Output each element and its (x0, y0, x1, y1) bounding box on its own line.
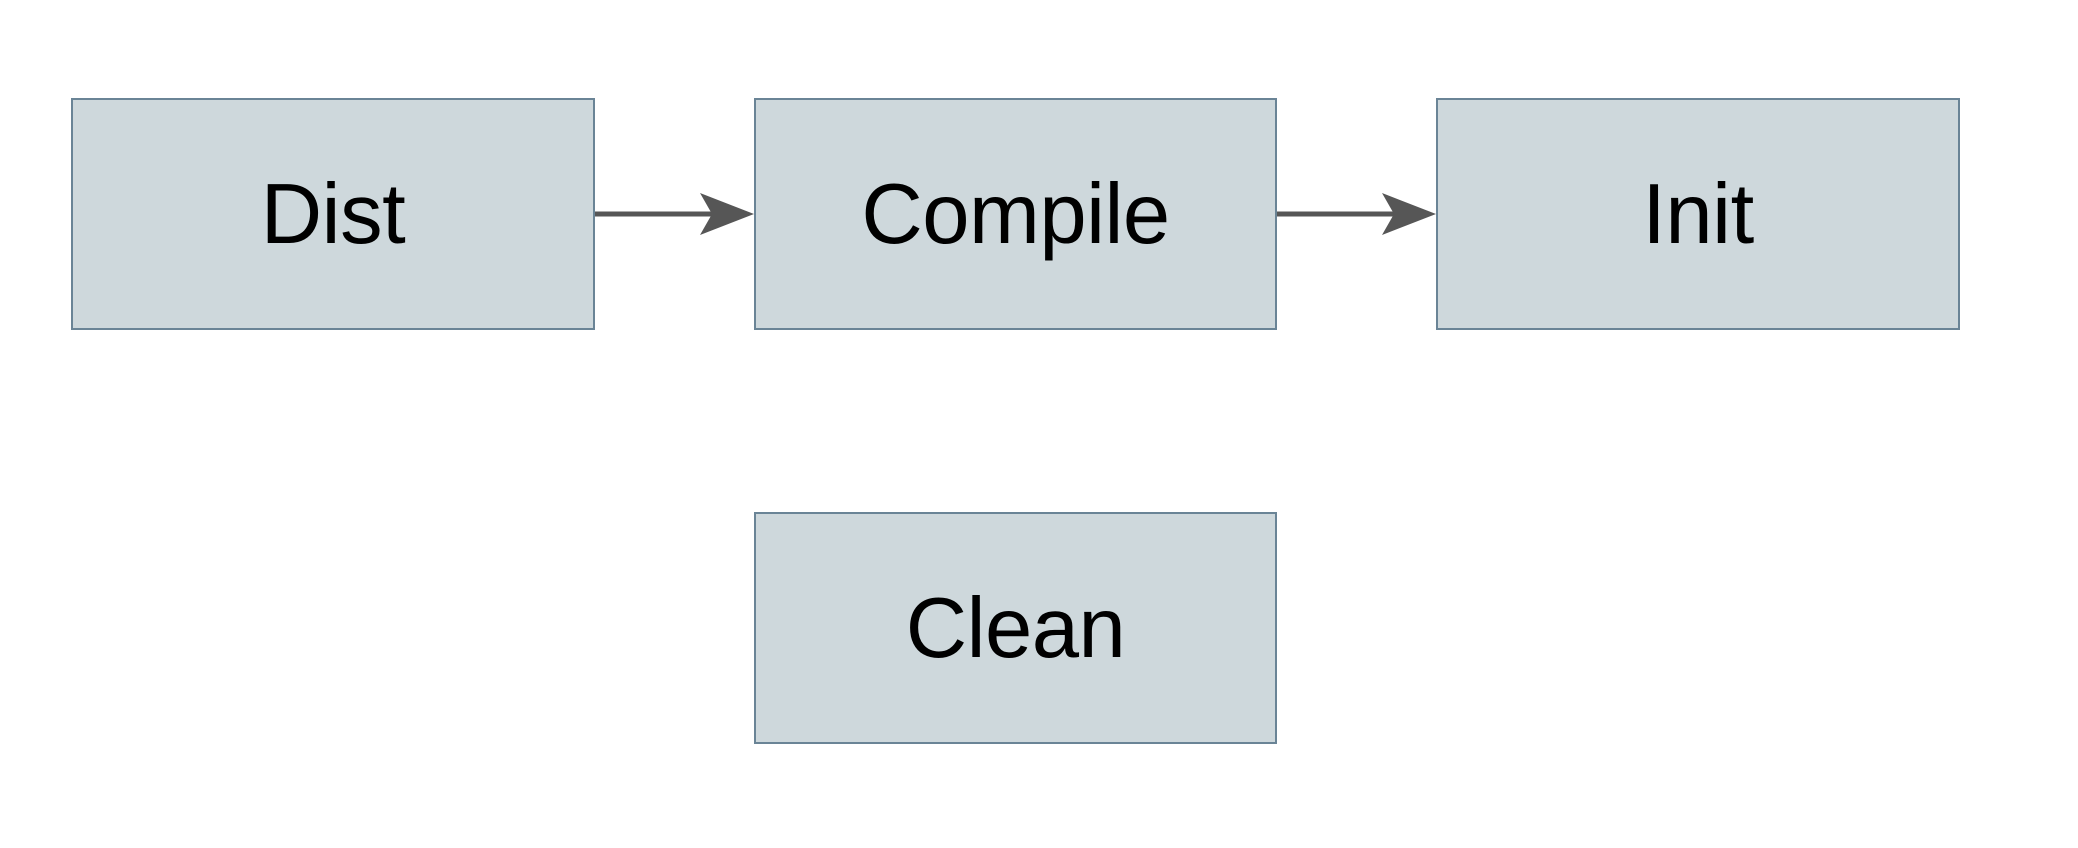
arrowhead-icon (700, 193, 754, 235)
node-label: Init (1642, 166, 1754, 262)
node-init[interactable]: Init (1436, 98, 1960, 330)
node-label: Dist (260, 166, 406, 262)
node-label: Clean (905, 580, 1126, 676)
node-dist[interactable]: Dist (71, 98, 595, 330)
node-compile[interactable]: Compile (754, 98, 1277, 330)
edge-compile-to-init[interactable] (1277, 193, 1436, 235)
edge-dist-to-compile[interactable] (595, 193, 754, 235)
node-clean[interactable]: Clean (754, 512, 1277, 744)
node-label: Compile (861, 166, 1170, 262)
arrowhead-icon (1382, 193, 1436, 235)
